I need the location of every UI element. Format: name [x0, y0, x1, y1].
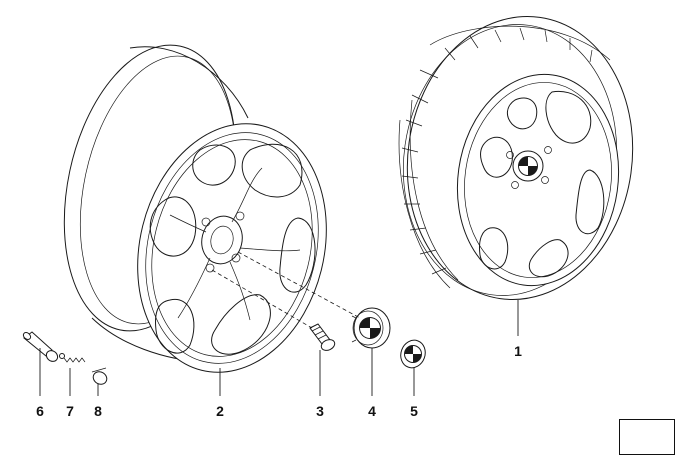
callout-1[interactable]: 1: [514, 343, 522, 359]
assembly-lines: [211, 251, 361, 329]
callout-8[interactable]: 8: [94, 403, 102, 419]
callout-5[interactable]: 5: [410, 403, 418, 419]
emblem-part: [400, 339, 426, 369]
valve-cap-part: [91, 367, 108, 385]
valve-stem-part: [22, 331, 59, 362]
callout-4[interactable]: 4: [368, 403, 376, 419]
wheel-bolt-part: [309, 323, 336, 351]
callout-7[interactable]: 7: [66, 403, 74, 419]
next-diagram-button[interactable]: [619, 419, 675, 455]
callout-3[interactable]: 3: [316, 403, 324, 419]
leader-lines: [39, 300, 519, 396]
callout-2[interactable]: 2: [216, 403, 224, 419]
valve-insert-part: [59, 353, 86, 363]
hub-cap-part: [351, 307, 391, 349]
rim-part: [63, 44, 327, 373]
complete-wheel-part: [398, 16, 634, 300]
callout-6[interactable]: 6: [36, 403, 44, 419]
